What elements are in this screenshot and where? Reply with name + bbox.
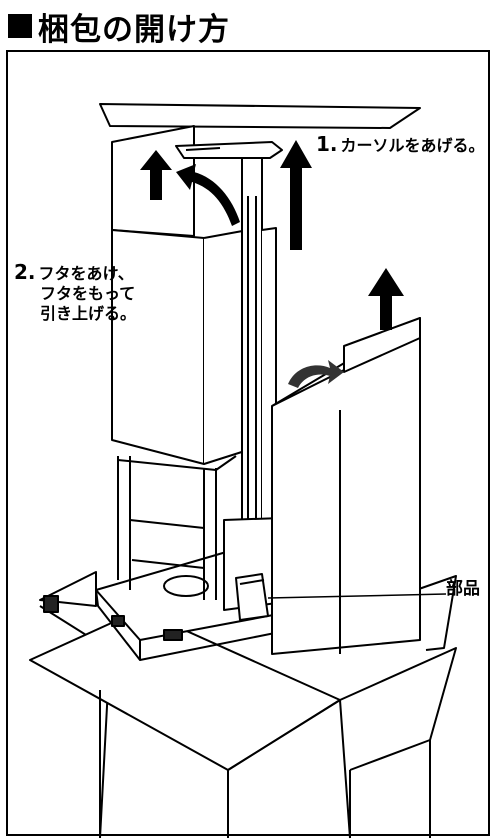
- column-head: [175, 141, 283, 159]
- step-2-number: 2.: [14, 260, 36, 284]
- scale-foot-plate: [163, 575, 209, 597]
- box-right-flap: [339, 647, 457, 771]
- step-2-label: 2.フタをあけ、 フタをもって 引き上げる。: [14, 262, 136, 324]
- parts-callout-label: 部品: [446, 579, 480, 599]
- step-1-label: 1.カーソルをあげる。: [316, 134, 485, 156]
- heading-square-icon: [8, 14, 32, 38]
- up-arrow-icon: [140, 150, 172, 200]
- up-arrow-icon-right: [368, 268, 404, 330]
- step-2-line-1: フタをあけ、: [38, 264, 134, 283]
- page-title: 梱包の開け方: [38, 11, 230, 48]
- step-1-text: カーソルをあげる。: [340, 136, 485, 155]
- up-arrow-icon-tall: [280, 140, 312, 250]
- step-2-line-2: フタをもって: [40, 284, 136, 303]
- illustration-frame: [6, 50, 490, 836]
- box-lid-top: [99, 103, 421, 129]
- step-2-line-3: 引き上げる。: [40, 304, 137, 323]
- step-1-number: 1.: [316, 132, 338, 156]
- curved-arrow-icon: [176, 164, 240, 226]
- rotate-arrow-icon: [288, 360, 344, 388]
- section-heading: 梱包の開け方: [8, 6, 230, 48]
- column-pole: [241, 149, 263, 521]
- parts-box: [235, 573, 269, 621]
